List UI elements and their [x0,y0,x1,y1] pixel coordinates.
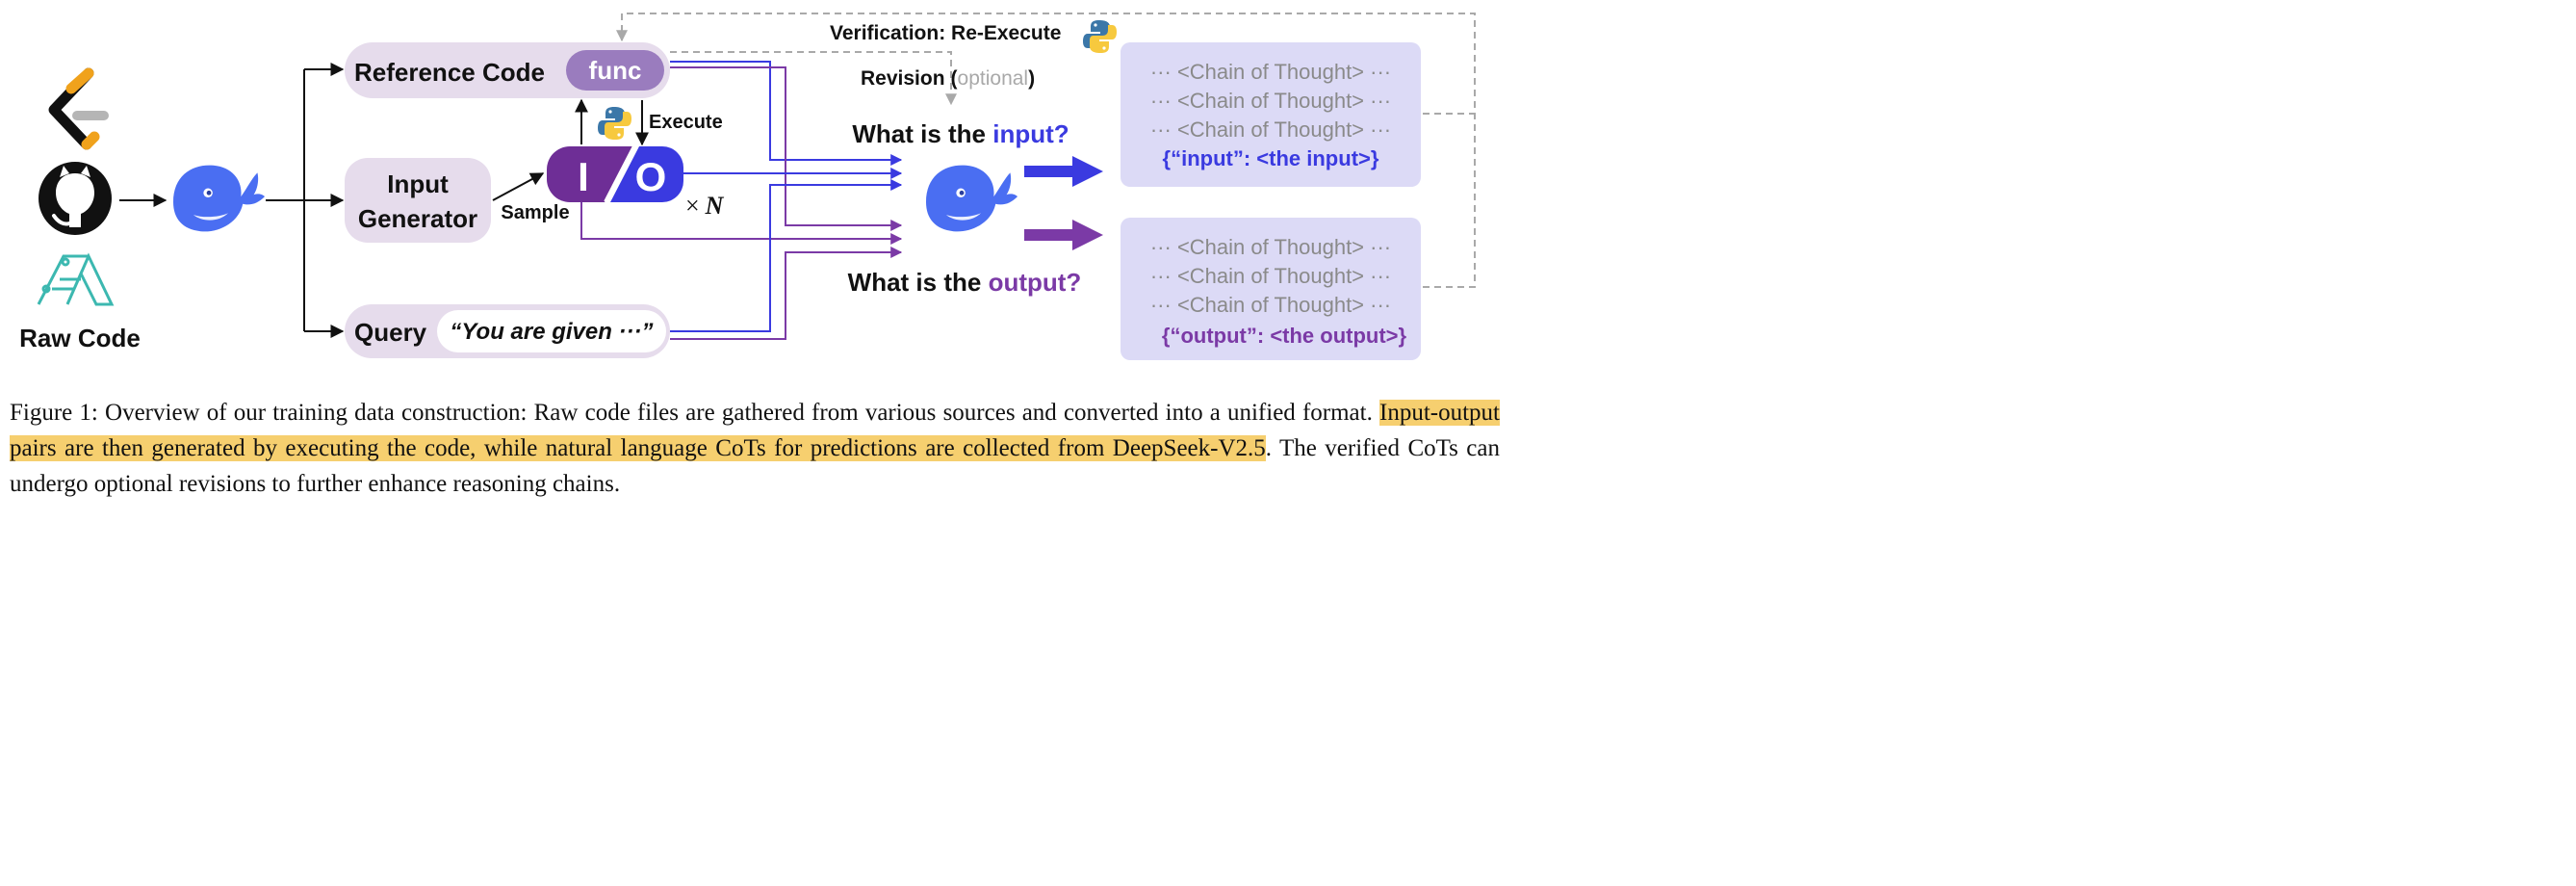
input-generator-line2: Generator [358,204,477,233]
input-generator-line1: Input [387,169,449,198]
python-icon [598,107,631,140]
revision-label: Revision(optional) [861,67,1035,90]
cot-output-line: ··· <Chain of Thought> ··· [1150,264,1391,288]
cot-output-line: ··· <Chain of Thought> ··· [1150,293,1391,317]
cot-input-line: ··· <Chain of Thought> ··· [1150,117,1391,142]
training-data-diagram: Raw Code Reference Code func Input Gener… [19,13,1476,360]
sample-label: Sample [501,202,569,223]
query-label: Query [354,318,427,347]
leetcode-icon [48,67,109,150]
query-text: “You are given ···” [450,319,653,345]
question-input: What is the input? [852,119,1069,148]
reference-code-label: Reference Code [354,58,545,87]
input-generator-box [345,158,491,243]
func-label: func [589,56,642,85]
cot-output-answer: {“output”: <the output>} [1162,324,1407,348]
deepseek-whale-icon [173,165,265,232]
times-n-label: ×N [685,192,725,220]
caption-part1: Figure 1: Overview of our training data … [10,400,1379,426]
verification-label-bg [828,19,1080,46]
io-o-label: O [635,154,667,199]
verification-loop [616,13,1476,288]
raw-code-label: Raw Code [19,324,141,352]
deepseek-whale-icon-2 [926,165,1018,232]
to-input-cot-arrow [1024,156,1103,187]
python-icon-verify [1083,20,1117,53]
io-block [547,144,683,204]
caption-part2: . The verified CoTs can undergo optional… [10,435,1500,497]
cot-input-line: ··· <Chain of Thought> ··· [1150,60,1391,84]
cot-output-line: ··· <Chain of Thought> ··· [1150,235,1391,259]
execute-label: Execute [649,112,723,133]
codeforces-a-icon [37,252,115,306]
question-output: What is the output? [848,268,1082,297]
flow-lines [580,61,903,340]
github-icon [39,162,112,235]
branch-connectors [266,63,345,338]
cot-output-box [1121,218,1421,360]
func-pill [566,50,664,91]
cot-input-line: ··· <Chain of Thought> ··· [1150,89,1391,113]
figure-caption: Figure 1: Overview of our training data … [10,395,1500,502]
cot-input-box [1121,42,1421,187]
to-output-cot-arrow [1024,220,1103,250]
io-i-label: I [578,154,589,199]
verification-label: Verification: Re-Execute [830,22,1061,44]
query-text-pill [437,310,666,352]
cot-input-answer: {“input”: <the input>} [1163,146,1379,170]
sample-arrow [492,172,545,201]
